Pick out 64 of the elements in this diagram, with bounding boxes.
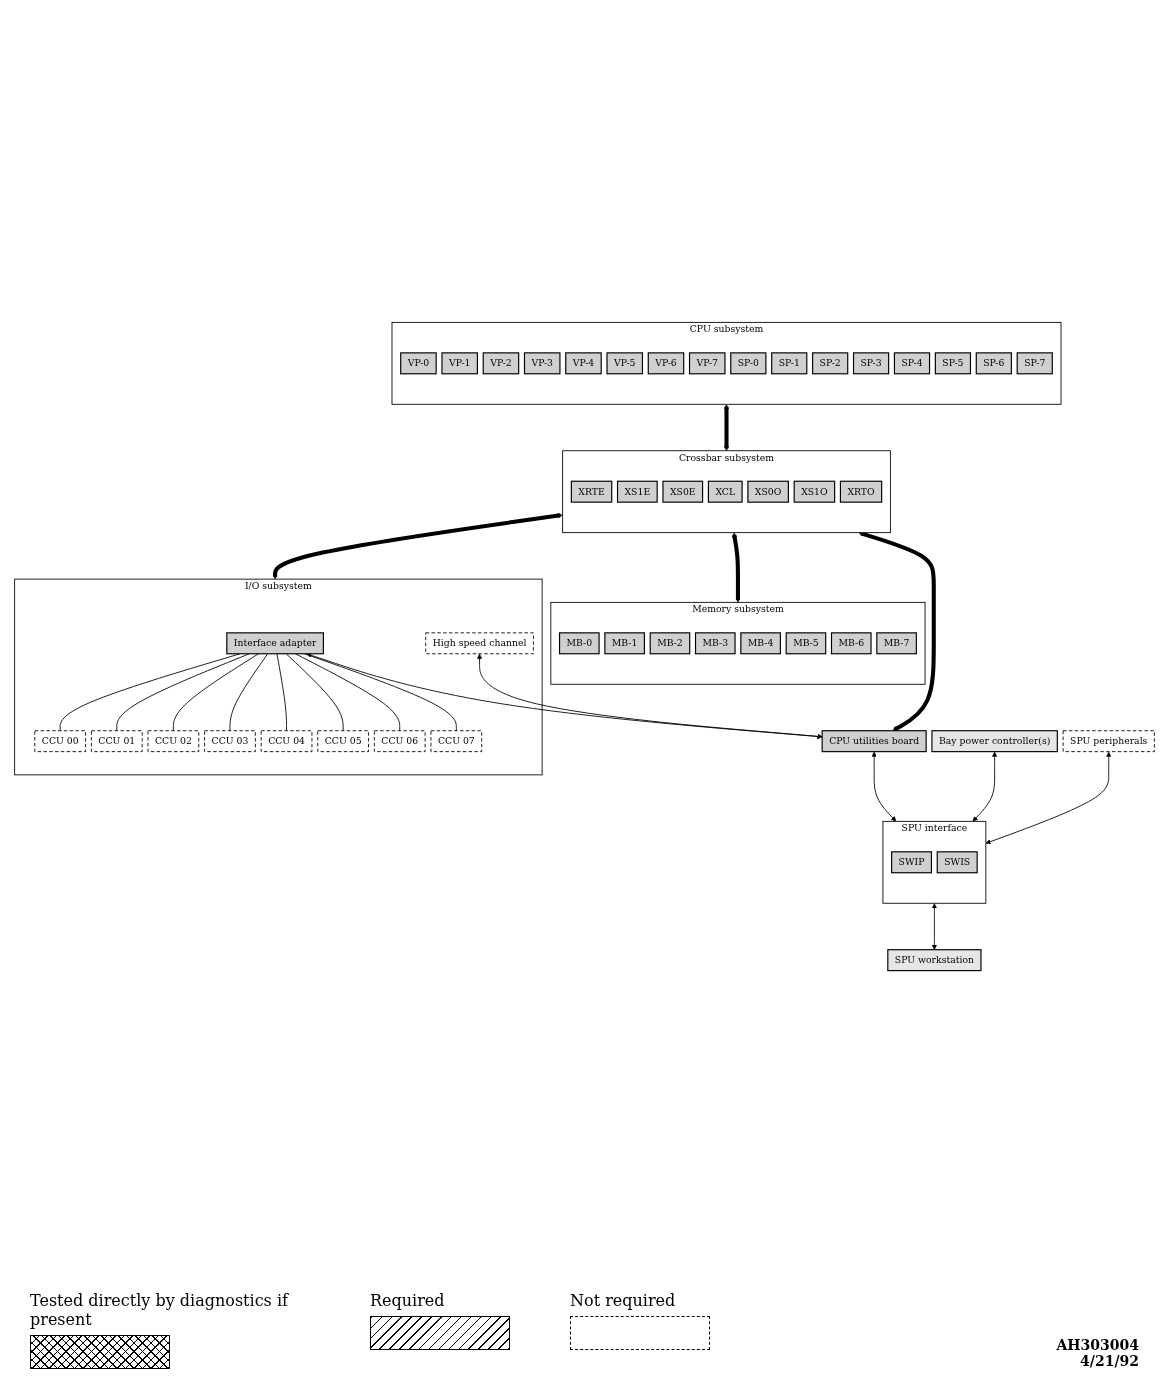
- node-box: SWIS: [936, 851, 978, 874]
- node-box: VP-0: [400, 352, 437, 375]
- node-box: MB-6: [830, 632, 872, 655]
- node-box: VP-3: [523, 352, 561, 375]
- node-box: Interface adapter: [226, 632, 324, 655]
- node-box: CCU 03: [204, 730, 256, 753]
- connector: [229, 653, 269, 732]
- node-box: VP-1: [441, 352, 478, 375]
- node-box: Bay power controller(s): [931, 730, 1058, 753]
- legend-label: Tested directly by diagnostics if present: [30, 1291, 290, 1329]
- node-box: SPU peripherals: [1062, 730, 1155, 753]
- node-box: VP-6: [647, 352, 685, 375]
- node-box: CCU 00: [34, 730, 87, 753]
- node-box: XS0O: [747, 480, 789, 503]
- node-box: SP-5: [934, 352, 972, 375]
- legend-label: Required: [370, 1291, 446, 1310]
- arrow: [723, 404, 730, 451]
- node-box: VP-7: [688, 352, 726, 375]
- arrow: [732, 532, 741, 603]
- node-box: XS1O: [793, 480, 836, 503]
- node-box: SP-2: [812, 352, 849, 375]
- connector: [59, 653, 241, 732]
- connector: [285, 653, 344, 732]
- drawing-number: AH303004: [1056, 1337, 1139, 1353]
- node-box: CCU 04: [260, 730, 313, 753]
- node-box: High speed channel: [425, 632, 534, 655]
- node-box: VP-2: [482, 352, 520, 375]
- node-box: XRTE: [570, 480, 613, 503]
- node-box: CCU 05: [317, 730, 369, 753]
- connector: [172, 653, 259, 732]
- node-box: CPU utilities board: [821, 730, 927, 753]
- node-box: MB-3: [694, 632, 736, 655]
- node-box: SP-6: [975, 352, 1012, 375]
- arrow: [272, 513, 563, 580]
- node-box: SP-3: [852, 352, 890, 375]
- node-box: SP-1: [771, 352, 808, 375]
- connector: [294, 653, 401, 732]
- node-box: XS1E: [616, 480, 658, 503]
- connector: [276, 653, 287, 732]
- node-box: MB-1: [604, 632, 645, 655]
- node-box: SWIP: [891, 851, 932, 874]
- node-box: SP-0: [730, 352, 767, 375]
- node-box: MB-5: [785, 632, 827, 655]
- node-box: MB-2: [649, 632, 691, 655]
- node-box: SP-4: [893, 352, 931, 375]
- node-box: SP-7: [1016, 352, 1053, 375]
- node-box: XS0E: [662, 480, 704, 503]
- node-box: CCU 07: [430, 730, 483, 753]
- node-box: SPU workstation: [887, 949, 982, 972]
- node-box: XCL: [707, 480, 743, 503]
- node-box: MB-7: [876, 632, 917, 655]
- node-box: CCU 01: [90, 730, 143, 753]
- node-box: XRTO: [839, 480, 883, 503]
- node-box: MB-4: [740, 632, 781, 655]
- drawing-number: 4/21/92: [1079, 1353, 1139, 1369]
- node-box: VP-4: [565, 352, 602, 375]
- node-box: VP-5: [606, 352, 644, 375]
- node-box: MB-0: [558, 632, 600, 655]
- arrow: [858, 531, 936, 732]
- node-box: CCU 02: [147, 730, 200, 753]
- node-box: CCU 06: [373, 730, 426, 753]
- connector: [304, 653, 457, 732]
- connector: [116, 653, 250, 732]
- legend-label: Not required: [570, 1291, 677, 1310]
